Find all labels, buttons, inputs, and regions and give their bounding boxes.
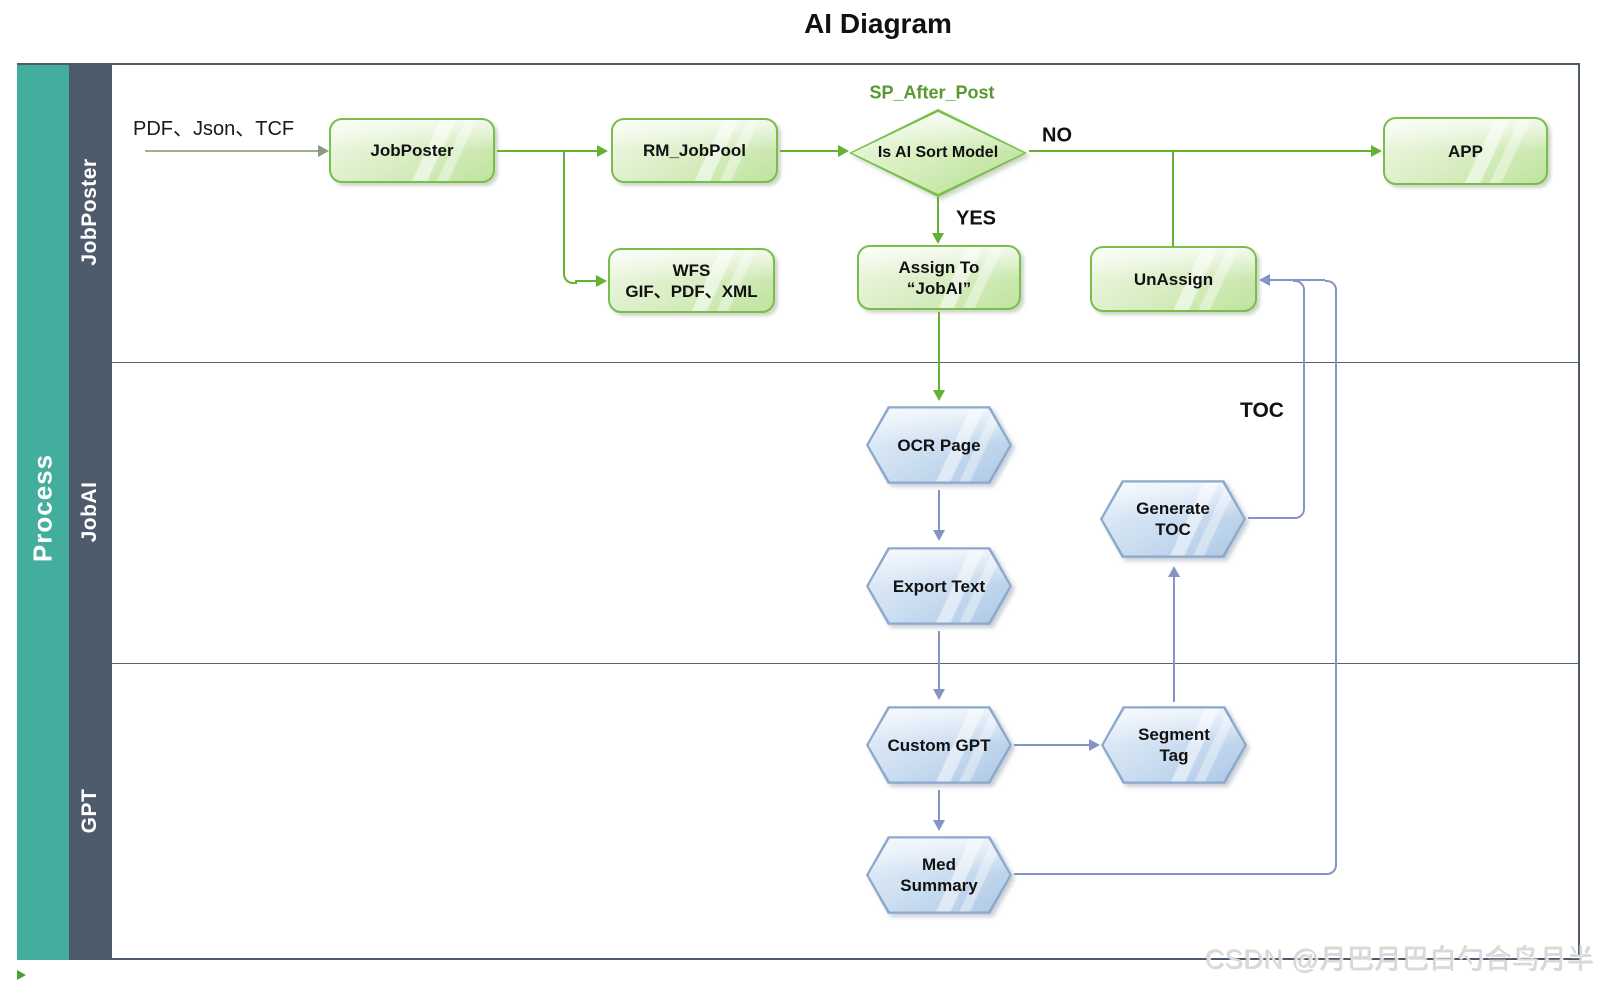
page-marker-triangle-icon — [17, 970, 26, 980]
connector-customgpt-medsummary — [938, 790, 940, 820]
node-segment-tag: Segment Tag — [1101, 702, 1247, 788]
arrowhead-export — [933, 530, 945, 541]
connector-branch-wfs-corner — [563, 272, 577, 284]
arrowhead-app — [1371, 145, 1382, 157]
node-export-text: Export Text — [866, 543, 1012, 629]
node-unassign: UnAssign — [1090, 246, 1257, 312]
node-assign-label-line1: Assign To — [898, 257, 980, 277]
connector-toc-vertical — [1303, 292, 1305, 507]
arrowhead-wfs — [596, 275, 607, 287]
process-bar — [17, 65, 69, 960]
node-rm-jobpool-label: RM_JobPool — [643, 141, 746, 160]
edge-label-no: NO — [1042, 124, 1072, 147]
connector-rmjobpool-decision — [780, 150, 838, 152]
arrowhead-customgpt — [933, 689, 945, 700]
node-wfs: WFS GIF、PDF、XML — [608, 248, 775, 313]
edge-label-toc: TOC — [1240, 399, 1284, 422]
node-assign-label-line2: “JobAI” — [906, 278, 972, 298]
connector-no-unassign — [1172, 152, 1174, 246]
connector-input — [145, 150, 319, 152]
segment-tag-hex-fill — [1103, 708, 1245, 782]
connector-medsummary-corner-bottom — [1325, 863, 1337, 875]
export-hex-fill — [868, 549, 1010, 623]
segment-tag-label-line2: Tag — [1159, 746, 1189, 765]
lane-label-jobposter: JobPoster — [78, 158, 101, 266]
connector-branch-wfs-horizontal — [575, 280, 597, 282]
node-is-ai-sort-model: Is AI Sort Model — [849, 109, 1027, 197]
arrowhead-unassign — [1259, 274, 1270, 286]
export-label: Export Text — [892, 576, 986, 596]
connector-medsummary-horizontal — [1014, 873, 1325, 875]
diagram-frame — [17, 63, 1580, 960]
connector-toc-corner-bottom — [1293, 507, 1305, 519]
decision-annotation: SP_After_Post — [869, 82, 995, 103]
connector-segmenttag-generatetoc — [1173, 577, 1175, 702]
connector-customgpt-segmenttag — [1014, 744, 1089, 746]
connector-jobposter-rmjobpool — [497, 150, 597, 152]
connector-medsummary-vertical — [1335, 292, 1337, 863]
connector-medsummary-corner-top — [1325, 280, 1337, 292]
node-custom-gpt: Custom GPT — [866, 702, 1012, 788]
arrowhead-assign — [932, 233, 944, 244]
arrowhead-generatetoc — [1168, 566, 1180, 577]
node-generate-toc: Generate TOC — [1100, 476, 1246, 562]
custom-gpt-label: Custom GPT — [887, 735, 991, 755]
generate-toc-label-line2: TOC — [1155, 520, 1191, 539]
med-summary-label: Med Summary — [866, 832, 1012, 918]
connector-ocr-export — [938, 490, 940, 530]
segment-tag-label-line1: Segment — [1138, 725, 1210, 744]
node-app-label: APP — [1448, 141, 1483, 161]
connector-branch-wfs-vertical — [563, 150, 565, 272]
node-assign-to-jobai: Assign To “JobAI” — [857, 245, 1021, 310]
node-jobposter-label: JobPoster — [370, 141, 454, 160]
generate-toc-label-line1: Generate — [1136, 499, 1210, 518]
connector-assign-ocr — [938, 312, 940, 390]
lane-divider-1 — [112, 362, 1578, 363]
med-summary-label-line1: Med — [922, 855, 956, 874]
arrowhead-rmjobpool — [597, 145, 608, 157]
med-summary-label-line2: Summary — [900, 876, 978, 895]
connector-export-customgpt — [938, 631, 940, 689]
arrowhead-segmenttag — [1089, 739, 1100, 751]
edge-label-yes: YES — [955, 207, 997, 230]
node-wfs-label-line1: WFS — [672, 260, 711, 280]
lane-header-bar — [69, 65, 112, 960]
arrowhead-input — [318, 145, 329, 157]
ocr-hex-fill — [868, 408, 1010, 482]
node-jobposter: JobPoster — [329, 118, 495, 183]
connector-toc-corner-top — [1293, 280, 1305, 292]
decision-label: Is AI Sort Model — [877, 144, 999, 161]
connector-medsummary-into-unassign — [1270, 279, 1325, 281]
custom-gpt-hex-fill — [868, 708, 1010, 782]
node-rm-jobpool: RM_JobPool — [611, 118, 778, 183]
arrowhead-medsummary — [933, 820, 945, 831]
connector-toc-horizontal — [1248, 517, 1293, 519]
page-title: AI Diagram — [804, 8, 952, 39]
lane-label-jobai: JobAI — [78, 481, 101, 543]
arrowhead-decision — [838, 145, 849, 157]
lane-divider-2 — [112, 663, 1578, 664]
node-unassign-label: UnAssign — [1133, 269, 1214, 289]
connector-yes-assign — [937, 197, 939, 233]
node-wfs-label-line2: GIF、PDF、XML — [625, 281, 758, 301]
generate-toc-hex-fill — [1102, 482, 1244, 556]
node-ocr-page: OCR Page — [866, 402, 1012, 488]
generate-toc-label: Generate TOC — [1100, 476, 1246, 562]
process-bar-label: Process — [27, 453, 58, 563]
connector-no-app — [1029, 150, 1371, 152]
ocr-label: OCR Page — [897, 435, 981, 455]
watermark: CSDN @月巴月巴白勺合鸟月半 — [1205, 945, 1595, 975]
node-app: APP — [1383, 117, 1548, 185]
node-med-summary: Med Summary — [866, 832, 1012, 918]
arrowhead-ocr — [933, 390, 945, 401]
segment-tag-label: Segment Tag — [1101, 702, 1247, 788]
input-types-label: PDF、Json、TCF — [133, 118, 295, 140]
lane-label-gpt: GPT — [78, 788, 101, 834]
med-summary-hex-fill — [868, 838, 1010, 912]
